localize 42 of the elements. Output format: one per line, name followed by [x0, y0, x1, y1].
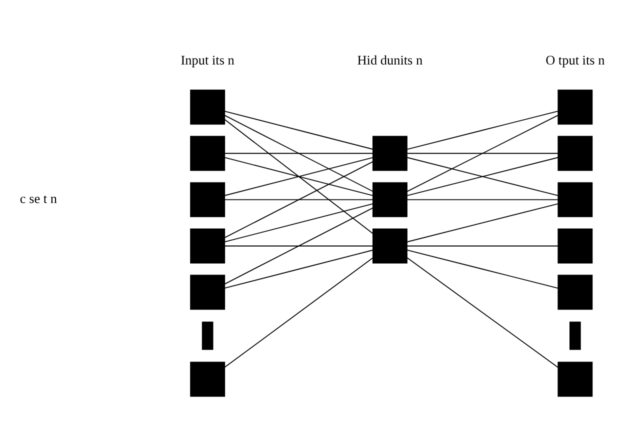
label: Hid dunits n [357, 52, 423, 67]
connector [406, 202, 558, 242]
node-box [372, 135, 408, 170]
node-box [372, 182, 408, 217]
connector [224, 160, 374, 238]
node-box [558, 274, 593, 310]
node-box [558, 361, 593, 396]
node-box [190, 182, 226, 217]
connector [406, 156, 558, 196]
connector [224, 256, 374, 368]
label: O tput its n [546, 52, 605, 67]
node-box [190, 228, 226, 263]
connector [406, 198, 558, 200]
node-box [558, 182, 593, 217]
node-box [190, 361, 226, 396]
node-box [558, 89, 593, 124]
label: c se t n [20, 190, 57, 206]
connector [224, 245, 374, 246]
connector [406, 114, 558, 192]
connector [224, 249, 374, 288]
connector [224, 152, 374, 154]
node-box [558, 135, 593, 170]
label: Input its n [180, 52, 234, 67]
node-box [372, 228, 408, 263]
connector [224, 114, 374, 192]
connector [224, 156, 374, 196]
connector [224, 118, 374, 234]
connector [406, 245, 558, 246]
connector [406, 110, 558, 150]
connector [224, 110, 374, 150]
connector [224, 198, 374, 200]
node-box [190, 89, 226, 124]
node-box [190, 135, 226, 170]
node-bar [569, 321, 581, 350]
connector [406, 256, 558, 368]
node-box [190, 274, 226, 310]
connector [406, 249, 558, 288]
node-box [558, 228, 593, 263]
connector [224, 202, 374, 242]
node-bar [202, 321, 214, 350]
connector [224, 207, 374, 284]
connector [406, 152, 558, 154]
